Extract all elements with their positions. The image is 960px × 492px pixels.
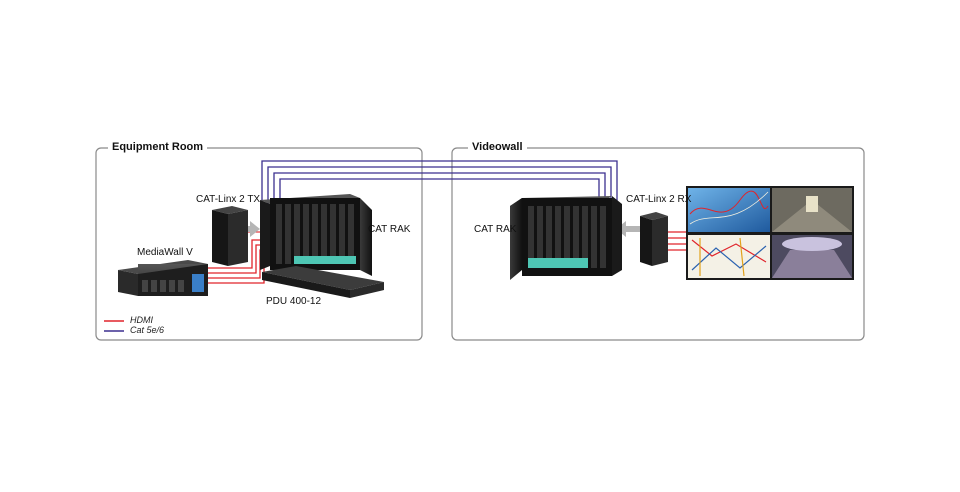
cat-linx-rx-device <box>640 212 668 266</box>
legend-cat-label: Cat 5e/6 <box>130 325 165 335</box>
legend-hdmi-label: HDMI <box>130 315 153 325</box>
cat-linx-tx-device <box>212 206 248 266</box>
videowall-panel <box>451 147 865 341</box>
mediawall-label: MediaWall V <box>137 247 193 258</box>
equipment-room-title: Equipment Room <box>108 141 208 154</box>
videowall-title: Videowall <box>468 141 527 154</box>
cat-linx-rx-label: CAT-Linx 2 RX <box>626 194 692 205</box>
rack-right-cards <box>528 206 606 268</box>
videowall-screens <box>686 186 854 280</box>
mediawall-device <box>118 260 208 296</box>
pdu-device <box>262 266 384 298</box>
rack-left-cards <box>276 204 354 264</box>
equipment-room-panel <box>95 147 423 341</box>
pdu-label: PDU 400-12 <box>266 296 322 307</box>
cat-rak-left-label: CAT RAK <box>368 224 411 235</box>
cat-rak-left-device <box>260 194 372 276</box>
cat-linx-tx-label: CAT-Linx 2 TX <box>196 194 261 205</box>
cat-rak-right-device <box>510 196 622 280</box>
cat-rak-right-label: CAT RAK <box>474 224 517 235</box>
